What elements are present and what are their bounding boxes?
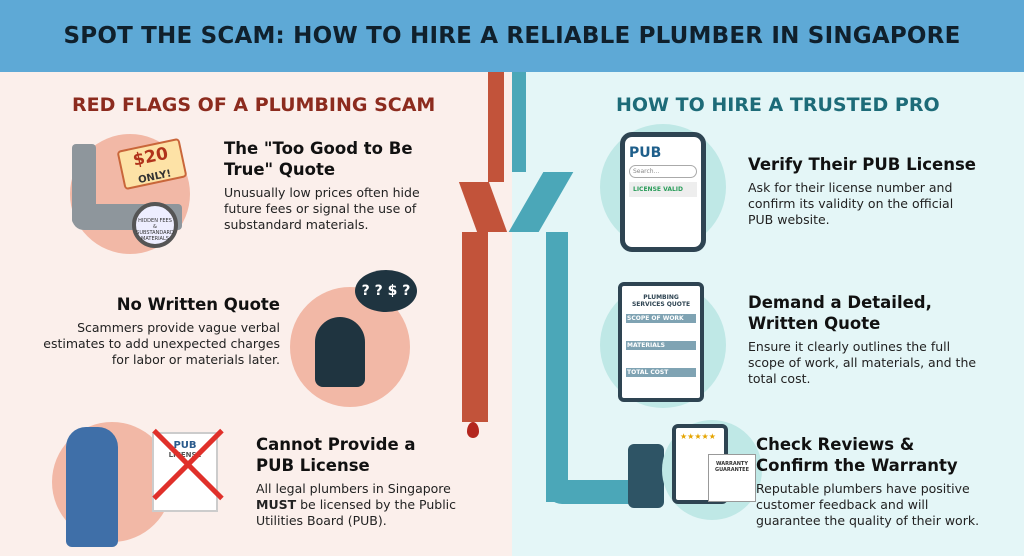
person-silhouette-icon (315, 317, 365, 387)
trusted-pro-panel: HOW TO HIRE A TRUSTED PRO PUB Search... … (508, 72, 1024, 556)
red-flag-item: The "Too Good to Be True" Quote Unusuall… (224, 138, 484, 233)
item-text: Unusually low prices often hide future f… (224, 185, 420, 232)
trusted-pro-title: HOW TO HIRE A TRUSTED PRO (616, 94, 940, 116)
item-text: Reputable plumbers have positive custome… (756, 481, 980, 528)
red-flag-item: No Written Quote Scammers provide vague … (40, 294, 280, 368)
red-flags-title: RED FLAGS OF A PLUMBING SCAM (72, 94, 436, 116)
drip-icon (467, 422, 479, 438)
item-text: Ask for their license number and confirm… (748, 180, 954, 227)
red-flag-item: Cannot Provide a PUB License All legal p… (256, 434, 486, 529)
warranty-certificate-icon: WARRANTY GUARANTEE (708, 454, 756, 502)
phone-icon: PUB Search... LICENSE VALID (620, 132, 706, 252)
trusted-pro-item: Verify Their PUB License Ask for their l… (748, 154, 1008, 228)
magnifier-icon: HIDDEN FEES & SUBSTANDARD MATERIALS (132, 202, 178, 248)
quote-clipboard-icon: PLUMBING SERVICES QUOTE SCOPE OF WORK MA… (618, 282, 704, 402)
item-text: Scammers provide vague verbal estimates … (43, 320, 280, 367)
item-title: Cannot Provide a PUB License (256, 435, 416, 475)
clean-pipe (508, 172, 574, 232)
item-title: Verify Their PUB License (748, 155, 976, 174)
clean-pipe (512, 72, 526, 172)
trusted-pro-item: Demand a Detailed, Written Quote Ensure … (748, 292, 1008, 387)
item-title: Check Reviews & Confirm the Warranty (756, 435, 958, 475)
item-title: Demand a Detailed, Written Quote (748, 293, 932, 333)
header-banner: SPOT THE SCAM: HOW TO HIRE A RELIABLE PL… (0, 0, 1024, 72)
item-title: The "Too Good to Be True" Quote (224, 139, 413, 179)
item-title: No Written Quote (116, 295, 280, 314)
clean-pipe (546, 232, 568, 502)
item-text: All legal plumbers in Singapore MUST be … (256, 481, 457, 528)
thought-bubble-icon: ? ? $ ? (355, 270, 417, 312)
trusted-pro-item: Check Reviews & Confirm the Warranty Rep… (756, 434, 1016, 529)
item-text: Ensure it clearly outlines the full scop… (748, 339, 977, 386)
rusty-pipe (488, 72, 504, 182)
faucet-icon (628, 444, 664, 508)
page-title: SPOT THE SCAM: HOW TO HIRE A RELIABLE PL… (63, 23, 961, 49)
rusty-pipe (462, 232, 488, 422)
plumber-icon (66, 427, 118, 547)
